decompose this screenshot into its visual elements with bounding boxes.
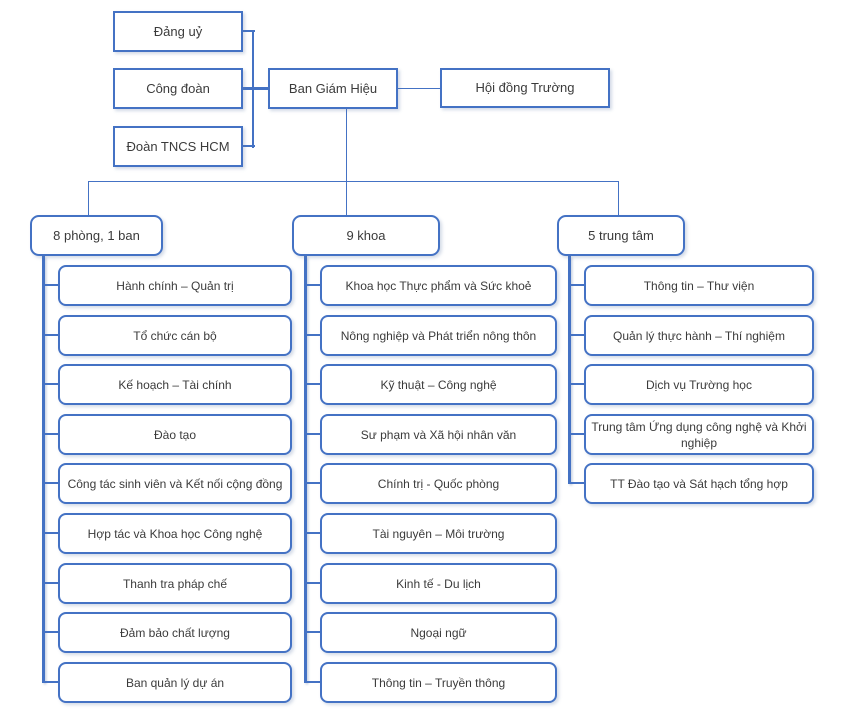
org-unit-box: Trung tâm Ứng dụng công nghệ và Khởi ngh… [584, 414, 814, 455]
connector-drop-group1 [88, 181, 89, 215]
connector-stub [42, 482, 58, 484]
connector-stub [42, 284, 58, 286]
connector-spine-group2 [304, 256, 307, 683]
box-ban-giam-hieu: Ban Giám Hiệu [268, 68, 398, 109]
box-hoi-dong-truong: Hội đồng Trường [440, 68, 610, 108]
connector-stub [304, 433, 320, 435]
connector-stub [568, 433, 584, 435]
group-header-trung-tam: 5 trung tâm [557, 215, 685, 256]
box-cong-doan: Công đoàn [113, 68, 243, 109]
connector-cong-doan-bgh [243, 87, 268, 90]
connector-stub [568, 284, 584, 286]
connector-spine-group1 [42, 256, 45, 683]
connector-stub [304, 482, 320, 484]
org-unit-box: Thông tin – Truyền thông [320, 662, 557, 703]
box-dang-uy: Đảng uỷ [113, 11, 243, 52]
connector-stub [568, 383, 584, 385]
connector-stub [304, 582, 320, 584]
connector-bgh-drop [346, 109, 347, 215]
org-unit-box: Dịch vụ Trường học [584, 364, 814, 405]
connector-stub [42, 681, 58, 683]
connector-stub [304, 334, 320, 336]
connector-distributor [88, 181, 618, 182]
org-unit-box: Kỹ thuật – Công nghệ [320, 364, 557, 405]
org-unit-box: Kế hoạch – Tài chính [58, 364, 292, 405]
org-unit-box: Đào tạo [58, 414, 292, 455]
connector-stub [42, 631, 58, 633]
connector-stub [304, 532, 320, 534]
org-unit-box: Tổ chức cán bộ [58, 315, 292, 356]
org-unit-box: Ngoại ngữ [320, 612, 557, 653]
org-unit-box: Công tác sinh viên và Kết nối cộng đồng [58, 463, 292, 504]
org-unit-box: Thông tin – Thư viện [584, 265, 814, 306]
org-unit-box: Chính trị - Quốc phòng [320, 463, 557, 504]
org-unit-box: Hợp tác và Khoa học Công nghệ [58, 513, 292, 554]
connector-stub [568, 482, 584, 484]
connector-stub [42, 532, 58, 534]
connector-stub-dang-uy [243, 30, 255, 32]
org-unit-box: Quản lý thực hành – Thí nghiệm [584, 315, 814, 356]
connector-stub [304, 383, 320, 385]
org-unit-box: Sư phạm và Xã hội nhân văn [320, 414, 557, 455]
connector-stub [42, 582, 58, 584]
connector-stub-doan-tncs [243, 145, 255, 147]
box-doan-tncs-hcm: Đoàn TNCS HCM [113, 126, 243, 167]
org-unit-box: Nông nghiệp và Phát triển nông thôn [320, 315, 557, 356]
connector-stub [304, 681, 320, 683]
connector-stub [304, 284, 320, 286]
org-unit-box: Khoa học Thực phẩm và Sức khoẻ [320, 265, 557, 306]
org-unit-box: Đảm bảo chất lượng [58, 612, 292, 653]
group-header-khoa: 9 khoa [292, 215, 440, 256]
connector-drop-group3 [618, 181, 619, 215]
connector-stub [42, 433, 58, 435]
connector-stub [42, 383, 58, 385]
org-unit-box: Thanh tra pháp chế [58, 563, 292, 604]
connector-stub [304, 631, 320, 633]
connector-stub [42, 334, 58, 336]
org-unit-box: Kinh tế - Du lịch [320, 563, 557, 604]
org-unit-box: Tài nguyên – Môi trường [320, 513, 557, 554]
group-header-phong-ban: 8 phòng, 1 ban [30, 215, 163, 256]
org-unit-box: TT Đào tạo và Sát hạch tổng hợp [584, 463, 814, 504]
connector-stub [568, 334, 584, 336]
connector-bgh-hdt [398, 88, 440, 89]
connector-spine-group3 [568, 256, 571, 484]
org-unit-box: Hành chính – Quản trị [58, 265, 292, 306]
org-unit-box: Ban quản lý dự án [58, 662, 292, 703]
